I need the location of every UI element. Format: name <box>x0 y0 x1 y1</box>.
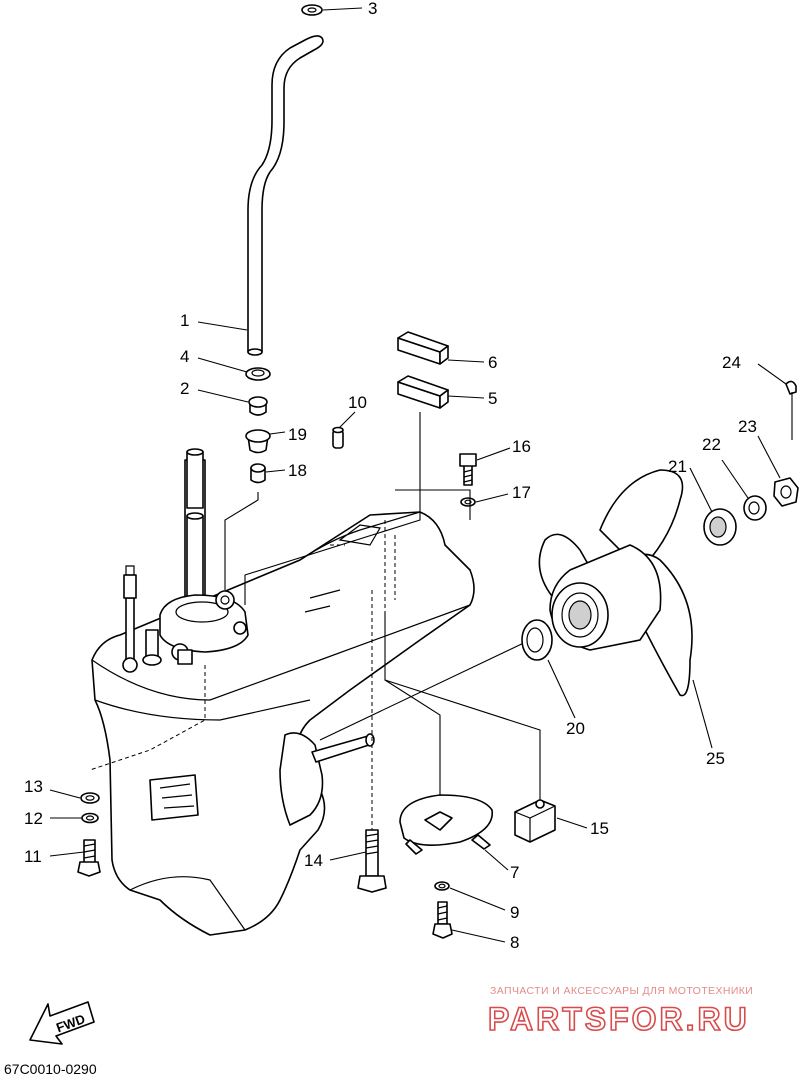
label-4: 4 <box>180 347 189 366</box>
label-19: 19 <box>288 425 307 444</box>
watermark: ЗАПЧАСТИ И АКСЕССУАРЫ ДЛЯ МОТОТЕХНИКИ PA… <box>487 985 753 1038</box>
label-16: 16 <box>512 437 531 456</box>
label-23: 23 <box>738 417 757 436</box>
bush-18 <box>250 463 266 484</box>
label-21: 21 <box>668 457 687 476</box>
drive-shaft <box>184 448 206 601</box>
water-tube <box>247 35 324 356</box>
bush-19 <box>245 429 271 454</box>
label-14: 14 <box>304 851 323 870</box>
watermark-tagline: ЗАПЧАСТИ И АКСЕССУАРЫ ДЛЯ МОТОТЕХНИКИ <box>490 985 753 997</box>
nut-23 <box>773 477 799 507</box>
washer-9 <box>434 881 450 891</box>
label-6: 6 <box>488 353 497 372</box>
cotter-pin-24 <box>785 380 797 440</box>
grommet-3 <box>301 4 323 16</box>
propeller-shaft <box>311 733 375 763</box>
label-17: 17 <box>512 483 531 502</box>
label-13: 13 <box>24 777 43 796</box>
label-24: 24 <box>722 353 741 372</box>
washer-17 <box>460 497 476 507</box>
shift-collar <box>142 629 162 666</box>
washer-21 <box>703 508 737 546</box>
label-12: 12 <box>24 809 43 828</box>
spacer-20 <box>521 619 553 661</box>
part-labels: 3 1 4 2 19 18 6 5 10 16 17 13 12 11 14 1… <box>24 0 757 952</box>
fwd-arrow: FWD <box>29 1001 95 1045</box>
label-8: 8 <box>510 933 519 952</box>
washer-13 <box>80 792 100 804</box>
bolt-8 <box>432 901 453 939</box>
label-25: 25 <box>706 749 725 768</box>
propeller-25 <box>538 469 693 697</box>
label-7: 7 <box>510 863 519 882</box>
label-1: 1 <box>180 311 189 330</box>
washer-12 <box>81 812 99 824</box>
anode-15 <box>514 799 556 843</box>
label-9: 9 <box>510 903 519 922</box>
label-5: 5 <box>488 389 497 408</box>
label-leaders <box>49 7 787 943</box>
washer-22 <box>743 495 767 521</box>
water-pump-housing <box>159 590 249 665</box>
bolt-14 <box>357 829 387 893</box>
watermark-brand: PARTSFOR.RU <box>488 1001 750 1037</box>
label-10: 10 <box>348 393 367 412</box>
bolt-16 <box>459 453 477 486</box>
label-15: 15 <box>590 819 609 838</box>
label-18: 18 <box>288 461 307 480</box>
label-11: 11 <box>24 847 42 866</box>
anode-7 <box>399 794 493 855</box>
shift-rod <box>122 565 138 673</box>
diagram-code: 67C0010-0290 <box>4 1061 97 1077</box>
damper-5 <box>397 375 449 409</box>
label-20: 20 <box>566 719 585 738</box>
lower-casing <box>91 511 475 936</box>
assembly-lines <box>89 412 541 830</box>
bolt-11 <box>77 839 101 877</box>
label-3: 3 <box>368 0 377 18</box>
dowel-pin-10 <box>332 426 344 449</box>
damper-6 <box>397 331 449 365</box>
label-22: 22 <box>702 435 721 454</box>
label-2: 2 <box>180 379 189 398</box>
seal-4 <box>245 367 271 381</box>
grommet-2 <box>248 396 268 416</box>
